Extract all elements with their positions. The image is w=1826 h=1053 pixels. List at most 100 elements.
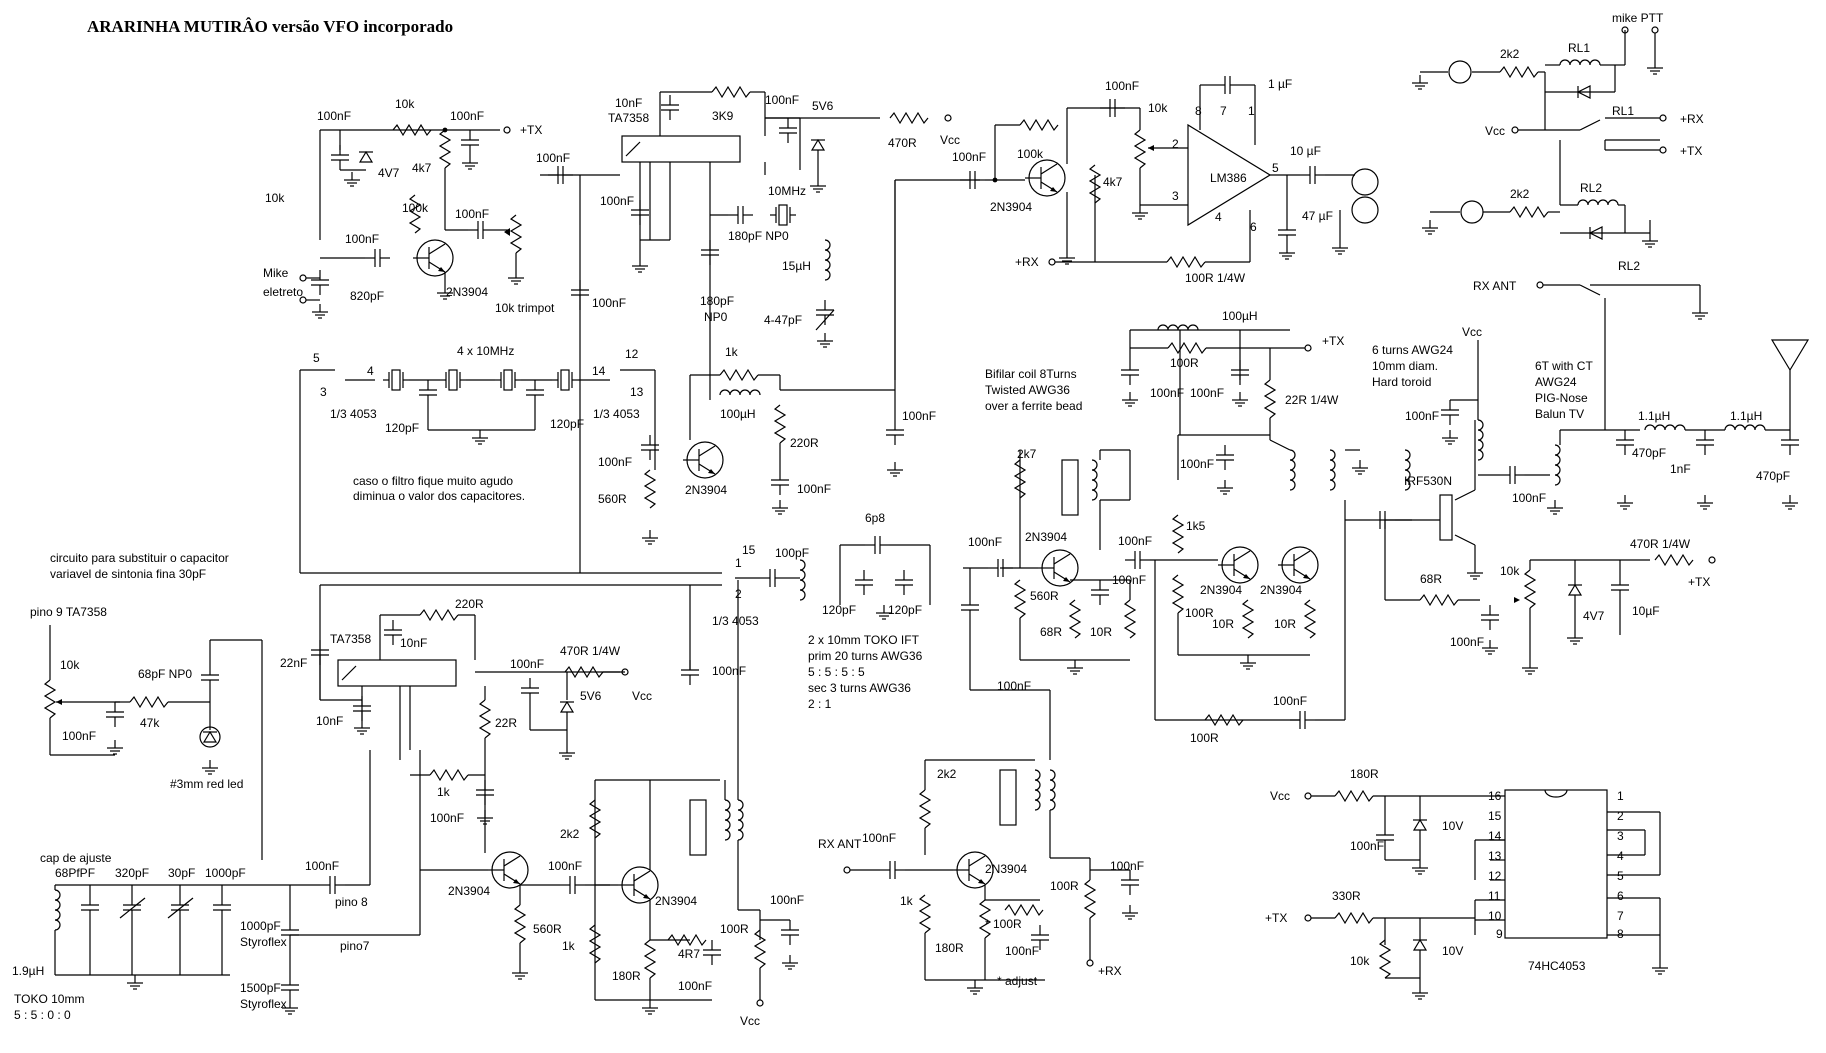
- pino8-label: pino 8: [335, 895, 368, 909]
- mike-ptt-label: mike PTT: [1612, 11, 1664, 25]
- ic-pin-right: 3: [1617, 829, 1624, 843]
- r-4k7-label: 4k7: [412, 161, 432, 175]
- c-47uf-label: 47 µF: [1302, 209, 1333, 223]
- r-1k-label: 1k: [562, 939, 576, 953]
- switch-pin-4-label: 4: [367, 364, 374, 378]
- ift-note-line-1: 2 x 10mm TOKO IFT: [808, 633, 920, 647]
- r-560r-label: 560R: [598, 492, 627, 506]
- c-120pf-label: 120pF: [888, 603, 922, 617]
- pot-10k-label: 10k: [60, 658, 80, 672]
- c-30pf-label: 30pF: [168, 866, 195, 880]
- zener-5v6-label: 5V6: [580, 689, 602, 703]
- ic-pin-left: 9: [1496, 927, 1503, 941]
- c-100nF-label: 100nF: [678, 979, 712, 993]
- power-amp-section: Vcc 6 turns AWG24 10mm diam. Hard toroid…: [1329, 325, 1810, 580]
- balun-note-2: AWG24: [1535, 375, 1577, 389]
- c-100nF-label: 100nF: [1273, 694, 1307, 708]
- c-100nF-label: 100nF: [765, 93, 799, 107]
- c-100nF-label: 100nF: [548, 859, 582, 873]
- c-100nF-label: 100nF: [1350, 839, 1384, 853]
- r-22r-1-4w-label: 22R 1/4W: [1285, 393, 1339, 407]
- zener-4v7-label: 4V7: [378, 166, 400, 180]
- fine-tune-section: circuito para substituir o capacitor var…: [30, 551, 263, 860]
- c-100nF-label: 100nF: [952, 150, 986, 164]
- pa-bias-section: 68R 100nF 10k 4V7 10µF 470R 1/4W +TX: [1384, 520, 1716, 675]
- transistor-2n3904-label: 2N3904: [655, 894, 697, 908]
- r-47k-label: 47k: [140, 716, 160, 730]
- switch-pin-12-label: 12: [625, 347, 639, 361]
- c-100pf-label: 100pF: [775, 546, 809, 560]
- pino7-label: pino7: [340, 939, 370, 953]
- c-180pf-label: 180pF: [700, 294, 734, 308]
- tx-preamp-pair-section: 100µH 100R 100nF 100nF +TX 22R 1/4W 100n…: [1118, 309, 1346, 745]
- c-100nF-label: 100nF: [305, 859, 339, 873]
- ic-pin-left: 15: [1488, 809, 1502, 823]
- bfo-oscillator-section: 100nF 1k 100µH 220R 100nF 100nF 560R 2N3…: [570, 179, 980, 573]
- pot-10k-label: 10k: [1500, 564, 1520, 578]
- trimmer-4-47pf-label: 4-47pF: [764, 313, 802, 327]
- r-100r-label: 100R: [720, 922, 749, 936]
- plus-rx-label: +RX: [1680, 112, 1704, 126]
- relay-rl2-label: RL2: [1618, 259, 1640, 273]
- switch-pin-14-label: 14: [592, 364, 606, 378]
- transistor-2n3904-label: 2N3904: [1260, 583, 1302, 597]
- inductor-1-1uh-label: 1.1µH: [1730, 409, 1762, 423]
- r-1k-label: 1k: [900, 894, 914, 908]
- c-100nF-label: 100nF: [1190, 386, 1224, 400]
- r-10r-label: 10R: [1274, 617, 1296, 631]
- crystal-filter-section: 5 3 4 4 x 10MHz 14 12 13 1/3 4053 1/3 40…: [299, 344, 656, 573]
- r-1k-label: 1k: [725, 345, 739, 359]
- switch-pin-1-label: 1: [735, 556, 742, 570]
- switch-pin-15-label: 15: [742, 543, 756, 557]
- toko-ratio-label: 5 : 5 : 0 : 0: [14, 1008, 71, 1022]
- r-470r-1-4w-label: 470R 1/4W: [560, 644, 621, 658]
- lm386-pin-5: 5: [1272, 161, 1279, 175]
- substitute-note-line-2: variavel de sintonia fina 30pF: [50, 567, 206, 581]
- switch-4053-label: 1/3 4053: [330, 407, 377, 421]
- c-100nF-label: 100nF: [450, 109, 484, 123]
- substitute-note-line-1: circuito para substituir o capacitor: [50, 551, 229, 565]
- r-10k-label: 10k: [1350, 954, 1370, 968]
- c-100nF-label: 100nF: [1180, 457, 1214, 471]
- ic-74hc4053: [1504, 789, 1608, 939]
- switch-pin-5-label: 5: [313, 351, 320, 365]
- r-4r7-label: 4R7: [678, 947, 700, 961]
- c-470pf-label: 470pF: [1632, 446, 1666, 460]
- c-1000pf-label: 1000pF: [240, 919, 281, 933]
- transistor-2n3904-label: 2N3904: [448, 884, 490, 898]
- r-2k2-label: 2k2: [1510, 187, 1530, 201]
- r-1k-label: 1k: [437, 785, 451, 799]
- c-100nF-label: 100nF: [598, 455, 632, 469]
- schematic-title: ARARINHA MUTIRÂO versão VFO incorporado: [87, 17, 453, 36]
- lm386-pin-1: 1: [1248, 104, 1255, 118]
- trimpot-label: 10k trimpot: [495, 301, 555, 315]
- r-100r-label: 100R: [1170, 356, 1199, 370]
- ift-note-line-2: prim 20 turns AWG36: [808, 649, 923, 663]
- c-1uf-label: 1 µF: [1268, 77, 1292, 91]
- c-100nF-label: 100nF: [1118, 534, 1152, 548]
- balun-note-3: PIG-Nose: [1535, 391, 1588, 405]
- c-100nF-label: 100nF: [797, 482, 831, 496]
- toroid-note-2: 10mm diam.: [1372, 359, 1438, 373]
- inductor-15uh-label: 15µH: [782, 259, 811, 273]
- lm386-pin-6: 6: [1250, 220, 1257, 234]
- inductor-1-9uh-label: 1.9µH: [12, 964, 44, 978]
- c-100nF-label: 100nF: [902, 409, 936, 423]
- ift-filter-section: 1 2 15 100pF 1/3 4053 6p8 120pF 120pF 2 …: [300, 511, 931, 711]
- ic-pin-left: 12: [1488, 869, 1502, 883]
- c-100nF-label: 100nF: [510, 657, 544, 671]
- switch-4053-label: 1/3 4053: [593, 407, 640, 421]
- r-560r-label: 560R: [1030, 589, 1059, 603]
- c-1000pf-label: 1000pF: [205, 866, 246, 880]
- cap-ajuste-label: cap de ajuste: [40, 851, 112, 865]
- plus-tx-label: +TX: [1322, 334, 1344, 348]
- r-180r-label: 180R: [935, 941, 964, 955]
- r-470r-label: 470R: [888, 136, 917, 150]
- toroid-note-3: Hard toroid: [1372, 375, 1431, 389]
- pino9-label: pino 9 TA7358: [30, 605, 107, 619]
- ic-ta7358-bottom: [337, 659, 457, 687]
- led-icon: [1448, 60, 1472, 84]
- lm386-label: LM386: [1210, 171, 1247, 185]
- r-10r-label: 10R: [1090, 625, 1112, 639]
- vcc-label: Vcc: [1485, 124, 1505, 138]
